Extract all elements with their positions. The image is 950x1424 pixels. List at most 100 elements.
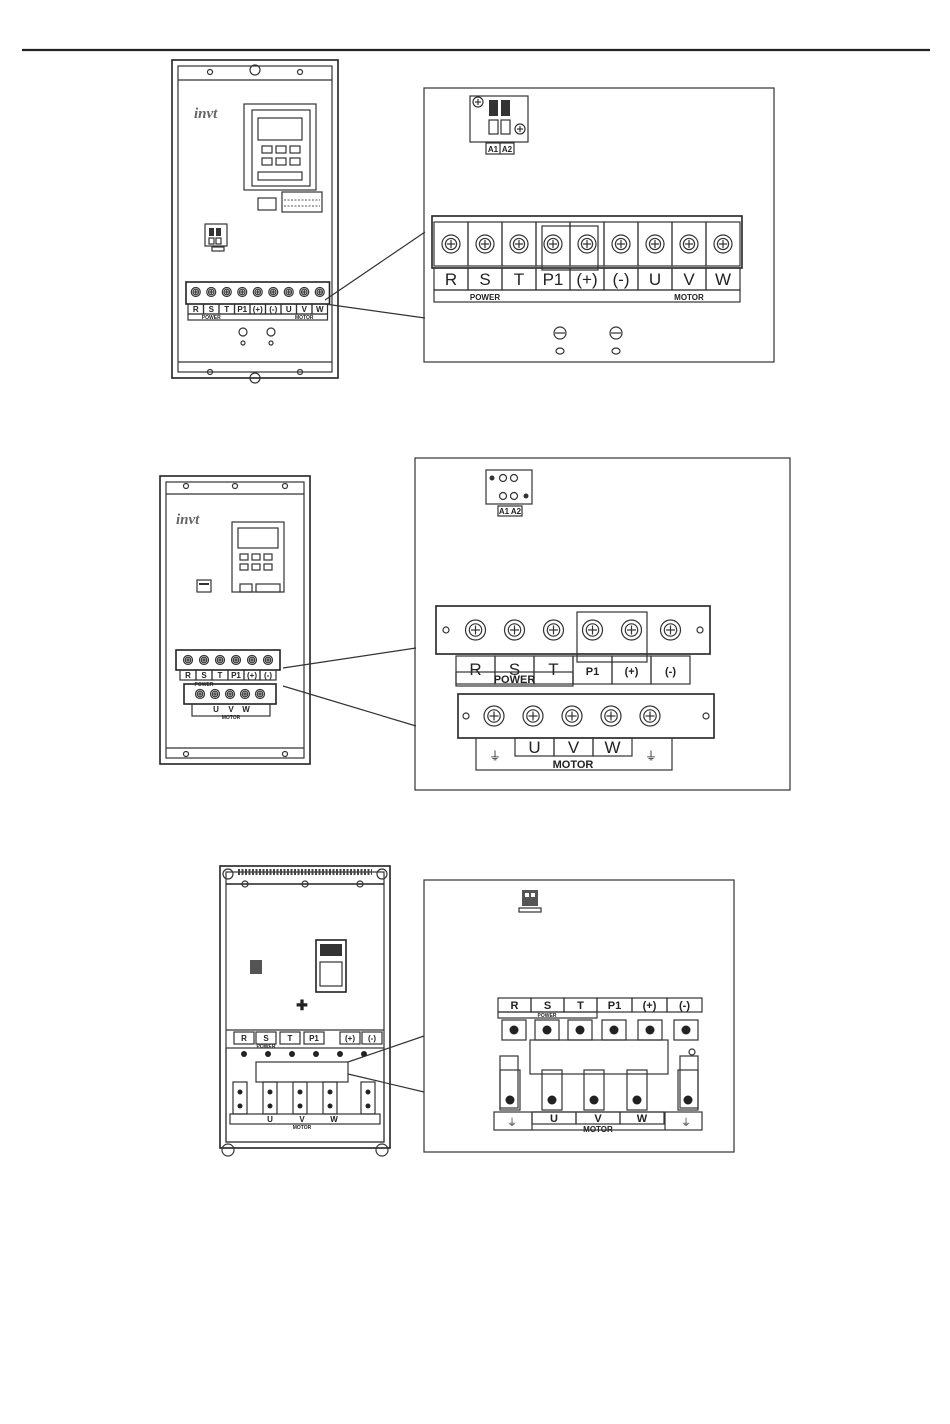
- terminal-label: P1: [237, 305, 247, 314]
- terminal-label: U: [649, 270, 661, 289]
- bolt-icon: [646, 1026, 655, 1035]
- terminal-label: (+): [253, 305, 263, 314]
- bolt-icon: [510, 1026, 519, 1035]
- bolt-icon: [610, 1026, 619, 1035]
- terminal-label: P1: [309, 1034, 319, 1043]
- leader-line: [283, 648, 416, 668]
- jumper-small: [197, 580, 211, 592]
- bolt-icon: [241, 1051, 247, 1057]
- bolt-icon: [506, 1096, 515, 1105]
- power-terminal-block: RSTP1(+)(-)UVWPOWERMOTOR: [432, 216, 742, 302]
- group-label-power: POWER: [494, 674, 536, 686]
- group-label-power: POWER: [257, 1044, 276, 1050]
- keypad: [244, 104, 316, 190]
- drive-unit-1: invt RSTP1(+)(-)UVWP: [172, 60, 338, 383]
- terminal-label: (-): [269, 305, 277, 314]
- terminal-label: V: [594, 1113, 602, 1125]
- terminal-label: W: [316, 305, 324, 314]
- group-label-motor: MOTOR: [293, 1125, 312, 1131]
- terminal-label: T: [577, 1000, 584, 1012]
- terminal-label: R: [469, 660, 481, 679]
- terminal-label: P1: [608, 1000, 621, 1012]
- terminal-label: S: [263, 1034, 269, 1043]
- group-label-power: POWER: [470, 293, 500, 302]
- terminal-label: V: [568, 738, 580, 757]
- bolt-icon: [590, 1096, 599, 1105]
- terminal-label: V: [302, 305, 308, 314]
- leader-line: [325, 304, 425, 318]
- ground-icon: [267, 328, 275, 336]
- terminal-label: (-): [368, 1034, 376, 1043]
- brand-logo: invt: [176, 512, 200, 528]
- terminal-label: V: [299, 1115, 305, 1124]
- terminal-label: T: [514, 270, 524, 289]
- leader-line: [325, 232, 425, 300]
- mini-terminal-block: RSTP1(+)(-)UVWPOWERMOTOR: [186, 282, 330, 321]
- group-label-motor: MOTOR: [674, 293, 704, 302]
- terminal-label: R: [511, 1000, 519, 1012]
- terminal-label: T: [548, 660, 558, 679]
- jumper-small: [519, 890, 541, 912]
- mini-terminal-block: UVWMOTOR: [184, 684, 276, 721]
- plus-icon: ✚: [296, 997, 308, 1013]
- terminal-label: (+): [643, 1000, 657, 1012]
- bolt-icon: [684, 1096, 693, 1105]
- bolt-icon: [265, 1051, 271, 1057]
- terminal-label: P1: [543, 270, 564, 289]
- jumper-small: [250, 960, 262, 974]
- bolt-icon: [682, 1026, 691, 1035]
- jumper-a1-a2: A1 A2: [486, 470, 532, 516]
- bolt-icon: [543, 1026, 552, 1035]
- terminal-label: U: [286, 305, 292, 314]
- jumper-small: [205, 224, 227, 251]
- bolt-icon: [633, 1096, 642, 1105]
- terminal-label: (-): [665, 666, 676, 678]
- terminal-label: S: [201, 671, 207, 680]
- terminal-label: (-): [264, 671, 272, 680]
- detail-box-2: A1 A2 RSTP1(+)(-)POWER ⏚⏚UVWMOTOR: [415, 458, 790, 790]
- terminal-label: R: [193, 305, 199, 314]
- terminal-label: W: [637, 1113, 648, 1125]
- ground-icon: ⏚: [489, 749, 501, 763]
- ground-icon: [239, 328, 247, 336]
- terminal-label: W: [330, 1115, 338, 1124]
- group-label-power: POWER: [538, 1013, 557, 1019]
- brand-logo: invt: [194, 106, 218, 122]
- leader-line: [348, 1074, 424, 1092]
- bolt-icon: [313, 1051, 319, 1057]
- bolt-icon: [337, 1051, 343, 1057]
- terminal-label: (+): [345, 1034, 355, 1043]
- bolt-icon: [548, 1096, 557, 1105]
- leader-line: [348, 1036, 424, 1062]
- terminal-label: S: [209, 305, 215, 314]
- terminal-label: R: [445, 270, 457, 289]
- jumper-label-a1: A1: [499, 507, 510, 516]
- control-terminal-block: [282, 192, 322, 212]
- terminal-label: (+): [576, 270, 597, 289]
- terminal-label: S: [479, 270, 490, 289]
- terminal-label: V: [683, 270, 695, 289]
- leader-line: [283, 686, 416, 726]
- terminal-label: (-): [679, 1000, 690, 1012]
- control-terminal-block: [258, 198, 276, 210]
- jumper-label-a2: A2: [502, 145, 513, 154]
- terminal-label: T: [218, 671, 223, 680]
- terminal-label: P1: [231, 671, 241, 680]
- terminal-label: R: [241, 1034, 247, 1043]
- jumper-label-a2: A2: [511, 507, 522, 516]
- terminal-label: U: [528, 738, 540, 757]
- ground-icon: ⏚: [507, 1117, 517, 1129]
- terminal-label: V: [228, 705, 234, 714]
- bolt-icon: [576, 1026, 585, 1035]
- bolt-icon: [289, 1051, 295, 1057]
- terminal-label: W: [242, 705, 250, 714]
- terminal-label: (+): [247, 671, 257, 680]
- keypad: [316, 940, 346, 992]
